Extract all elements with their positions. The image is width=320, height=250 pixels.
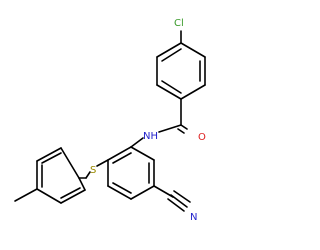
sulfur-atom-label: S — [90, 165, 96, 176]
chlorophenyl-ring — [156, 30, 206, 100]
thioether-linkage — [85, 159, 109, 179]
amide-group — [130, 98, 188, 148]
molecule-structure: Cl NH O S N — [14, 18, 206, 223]
chlorine-atom-label: Cl — [174, 18, 184, 29]
nitrile-nitrogen-label: N — [190, 212, 197, 223]
nitrile-group — [153, 185, 191, 212]
benzonitrile-ring — [107, 146, 155, 200]
carbonyl-oxygen-label: O — [198, 132, 206, 143]
amide-nh-label: NH — [143, 131, 158, 142]
tolyl-ring — [14, 147, 87, 204]
